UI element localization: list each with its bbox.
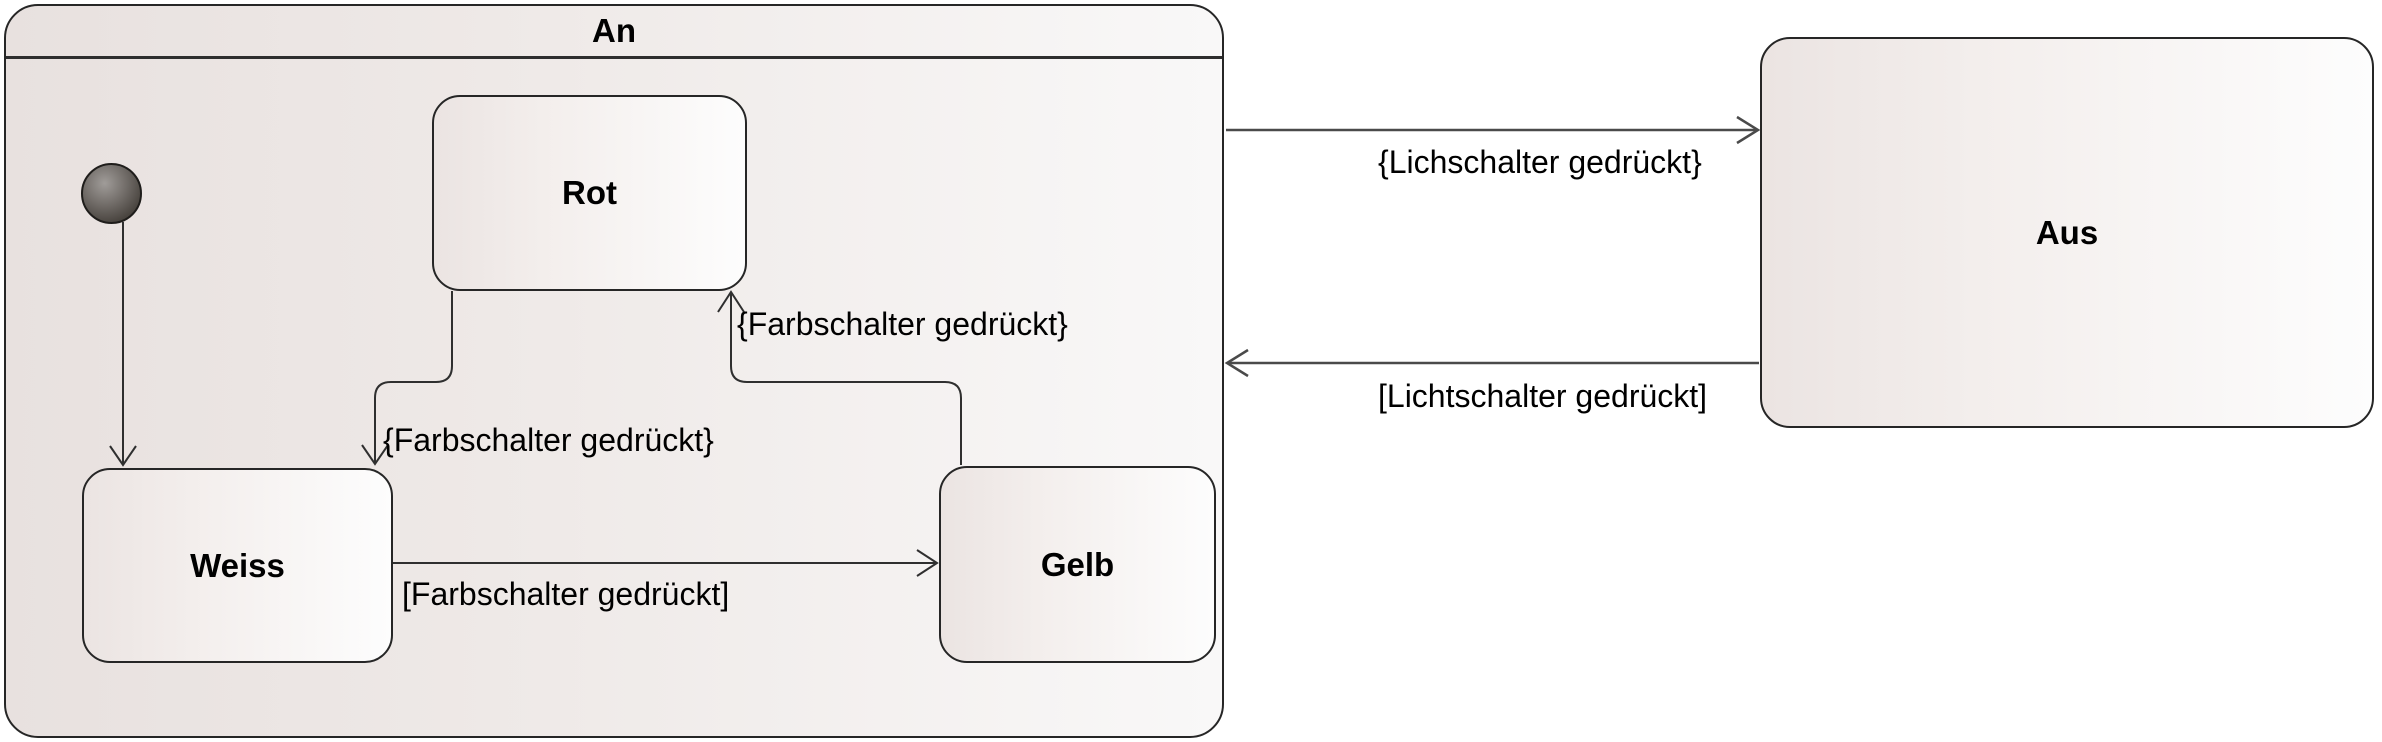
composite-state-an-title: An [6,6,1222,59]
transition-label-an-to-aus: {Lichschalter gedrückt} [1378,144,1702,180]
initial-state-icon [81,163,142,224]
transition-label-rot-to-weiss: {Farbschalter gedrückt} [383,422,714,458]
state-weiss-label: Weiss [190,546,285,584]
transition-label-aus-to-an: [Lichtschalter gedrückt] [1378,378,1708,414]
state-rot-label: Rot [562,174,617,211]
arrowhead-right-icon [1736,115,1761,145]
state-rot: Rot [432,95,747,291]
edge-aus-to-an [1224,348,1759,378]
state-weiss: Weiss [82,468,393,663]
edge-an-to-aus [1226,115,1761,145]
arrowhead-left-icon [1224,348,1249,378]
state-aus-label: Aus [2035,213,2099,251]
transition-label-weiss-to-gelb: [Farbschalter gedrückt] [402,576,730,612]
transition-label-gelb-to-rot: {Farbschalter gedrückt} [737,306,1068,342]
state-aus: Aus [1760,37,2374,428]
state-gelb: Gelb [939,466,1216,663]
state-gelb-label: Gelb [1040,545,1115,583]
